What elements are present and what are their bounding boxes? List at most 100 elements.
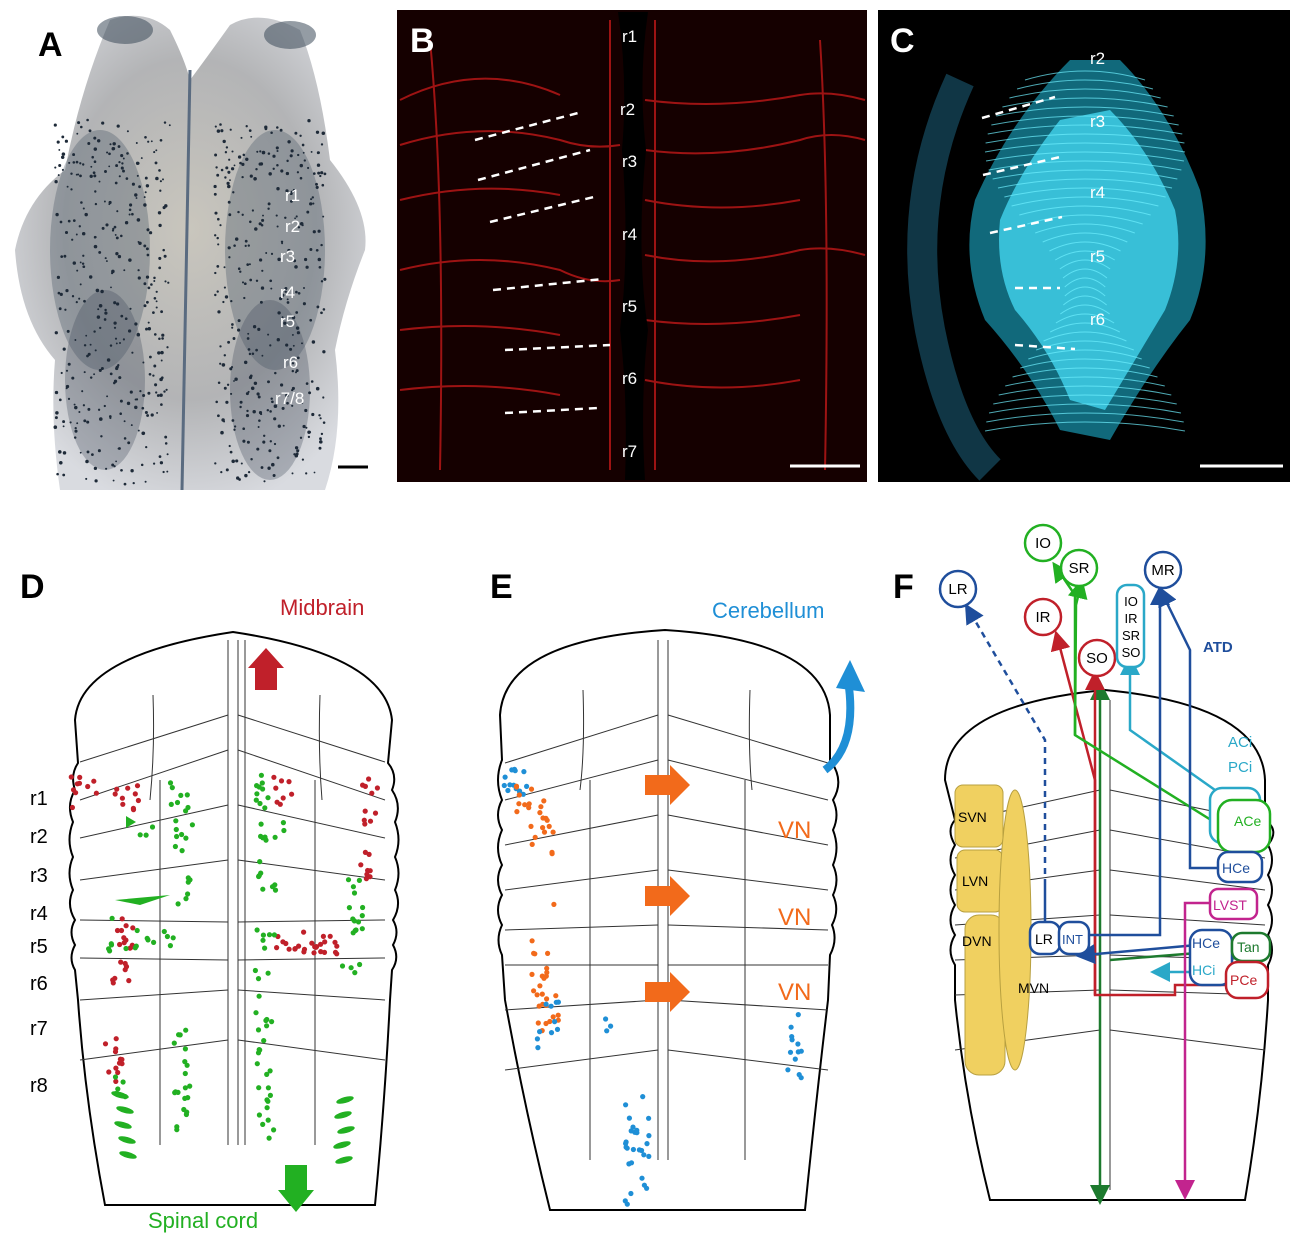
panel-a-speckle-dot <box>295 369 299 373</box>
panel-a-speckle-dot <box>112 147 116 151</box>
panel-c-fiber <box>996 106 1174 117</box>
panel-e-cerebellum-label: Cerebellum <box>712 598 825 623</box>
panel-a-speckle-dot <box>155 290 158 293</box>
panel-d-outline <box>68 630 400 1206</box>
panel-a-speckle-dot <box>81 262 85 265</box>
panel-a-speckle-dot <box>153 333 157 336</box>
panel-a-speckle-dot <box>158 169 161 172</box>
panel-d-cell-dot <box>126 978 132 984</box>
panel-d-label-r6: r6 <box>30 973 48 995</box>
panel-a-speckle-dot <box>120 154 124 158</box>
panel-a-speckle-dot <box>276 149 279 153</box>
panel-a-speckle-dot <box>106 151 109 154</box>
panel-d-cell-dot <box>263 1017 269 1024</box>
panel-a-speckle-dot <box>69 421 72 424</box>
panel-a-label-r7-8: r7/8 <box>275 389 304 408</box>
panel-c-label-r5: r5 <box>1090 247 1105 266</box>
panel-a-speckle-dot <box>105 467 108 470</box>
panel-d-cell-dot <box>260 1121 266 1127</box>
panel-a-speckle-dot <box>228 213 232 217</box>
panel-c-fiber <box>1019 205 1151 216</box>
panel-a-speckle-dot <box>299 436 303 439</box>
panel-a-speckle-dot <box>273 442 277 446</box>
panel-a-speckle-dot <box>113 225 117 229</box>
panel-a-speckle-dot <box>294 371 298 374</box>
panel-d-cell-dot <box>260 932 266 938</box>
panel-e-vn-label-1: VN <box>778 817 811 844</box>
panel-c-fiber <box>1060 304 1110 315</box>
panel-a-speckle-dot <box>112 142 116 146</box>
panel-a-speckle-dot <box>163 121 167 124</box>
panel-f-hce-hci-box <box>1188 928 1234 987</box>
panel-a-speckle-dot <box>113 381 116 385</box>
panel-d-cell-dot <box>185 804 191 811</box>
panel-a-speckle-dot <box>145 275 150 279</box>
panel-f-lvst-box <box>1208 887 1259 921</box>
panel-e-cell-dot <box>788 1024 794 1030</box>
panel-a-speckle-dot <box>147 321 150 324</box>
panel-f-stack-ir: IR <box>1125 611 1138 626</box>
panel-a-speckle-dot <box>232 191 235 194</box>
panel-a-speckle-dot <box>295 290 298 294</box>
panel-a-speckle-dot <box>230 167 235 171</box>
panel-a-speckle-dot <box>81 390 84 393</box>
panel-a-speckle-dot <box>135 161 140 166</box>
panel-a-speckle-dot <box>267 202 271 206</box>
panel-e-cell-dot <box>535 1045 541 1051</box>
panel-a-speckle-dot <box>156 394 160 397</box>
panel-a-speckle-dot <box>153 151 156 154</box>
panel-a-speckle-dot <box>123 437 127 440</box>
panel-f-mvn-nucleus <box>998 789 1032 1071</box>
panel-d-cell-dot <box>169 785 175 791</box>
panel-d-cell-dot <box>280 820 286 826</box>
panel-c-label-r6: r6 <box>1090 310 1105 329</box>
panel-a-speckle-dot <box>267 152 271 155</box>
panel-d-cell-dot <box>134 927 140 934</box>
panel-a-speckle-dot <box>128 208 132 212</box>
panel-a-speckle-dot <box>223 266 226 269</box>
panel-a-speckle-dot <box>239 405 242 409</box>
panel-a-speckle-dot <box>223 286 226 289</box>
panel-a-speckle-dot <box>99 326 102 330</box>
panel-e-cell-dot <box>604 1028 610 1034</box>
panel-d-cell-dot <box>125 785 131 791</box>
panel-a-speckle-dot <box>58 148 61 151</box>
panel-a-speckle-dot <box>130 424 133 427</box>
panel-d-cell-dot <box>259 780 265 786</box>
panel-e-cell-dot <box>795 1049 801 1055</box>
panel-d-cell-dot <box>175 901 181 907</box>
panel-a-speckle-dot <box>224 176 227 179</box>
panel-d-cell-dot <box>256 1085 262 1091</box>
panel-a-speckle-dot <box>217 310 221 314</box>
panel-a-speckle-dot <box>316 163 321 167</box>
panel-a-speckle-dot <box>75 173 78 176</box>
panel-c-fiber <box>998 385 1172 396</box>
panel-a-speckle-dot <box>253 177 257 181</box>
panel-f-lvst-label: LVST <box>1213 897 1247 913</box>
panel-a-speckle-dot <box>120 234 123 238</box>
panel-a-speckle-dot <box>267 466 271 470</box>
panel-a-speckle-dot <box>297 153 300 157</box>
panel-a-speckle-dot <box>297 226 301 229</box>
panel-a-speckle-dot <box>255 348 258 352</box>
panel-a-speckle-dot <box>101 226 105 230</box>
panel-c-fiber <box>984 421 1186 432</box>
panel-a-speckle-dot <box>127 441 131 445</box>
panel-a-speckle-dot <box>146 253 150 257</box>
panel-d-cell-dot <box>267 1092 273 1098</box>
panel-a-speckle-dot <box>125 177 129 180</box>
panel-d-cell-dot <box>309 940 315 946</box>
panel-d-cell-dot <box>361 817 367 823</box>
panel-f-aci-pathway <box>1120 655 1216 792</box>
panel-a-speckle-dot <box>85 459 89 464</box>
panel-a-speckle-dot <box>269 279 273 283</box>
panel-a-speckle-dot <box>104 257 107 260</box>
panel-e-cell-dot <box>630 1146 637 1153</box>
panel-d-cell-dot <box>182 1059 188 1065</box>
panel-a-speckle-dot <box>320 280 324 283</box>
panel-a-speckle-dot <box>229 128 232 131</box>
panel-a-speckle-dot <box>241 162 245 166</box>
panel-a-speckle-dot <box>100 367 104 370</box>
panel-a-speckle-dot <box>97 449 101 453</box>
panel-a-speckle-dot <box>216 236 219 240</box>
